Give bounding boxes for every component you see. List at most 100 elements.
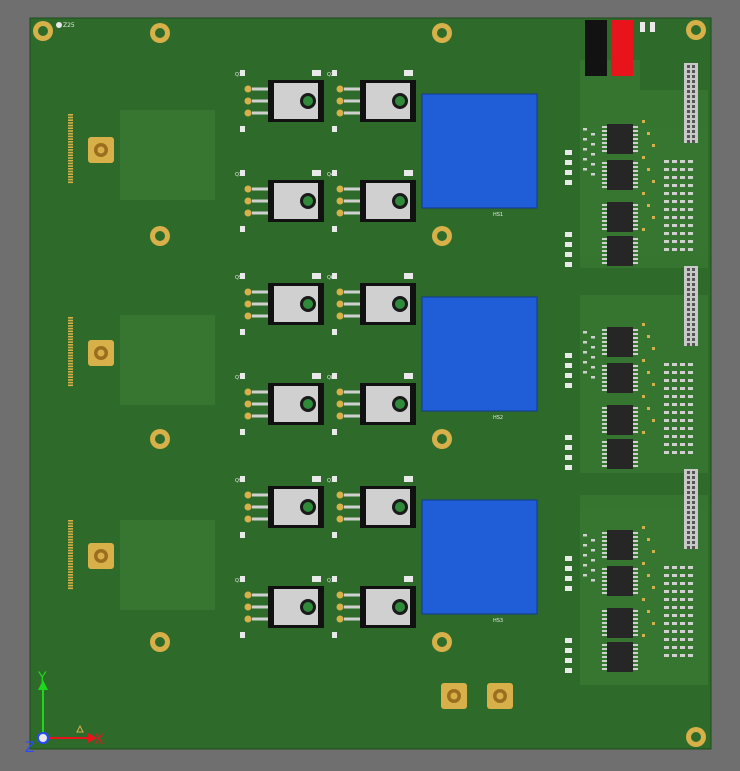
ic-pin [633, 162, 638, 164]
ic-pin [633, 457, 638, 459]
ic-pin [633, 411, 638, 413]
mosfet-pad [336, 400, 344, 408]
ic-pin [633, 465, 638, 467]
driver-ic[interactable] [602, 236, 638, 266]
heatsink[interactable] [421, 93, 538, 209]
mosfet-lead [344, 211, 360, 215]
ic-body [607, 405, 633, 435]
mosfet-to220[interactable]: Q7 [235, 373, 324, 435]
mosfet-pad [244, 300, 252, 308]
smd-pad [332, 329, 337, 335]
mosfet-to220[interactable]: Q1 [235, 70, 324, 132]
power-connector[interactable] [585, 20, 655, 76]
ic-pin [633, 377, 638, 379]
smd-pad [332, 273, 337, 279]
smd-pad [240, 429, 245, 435]
ic-pin [602, 618, 607, 620]
mosfet-to220[interactable]: Q6 [327, 273, 416, 335]
mosfet-pad [244, 400, 252, 408]
mounting-hole [150, 23, 170, 43]
mosfet-pad [336, 288, 344, 296]
mosfet-pad [244, 603, 252, 611]
mounting-hole [33, 21, 53, 41]
mosfet-pad [336, 491, 344, 499]
mosfet-to220[interactable]: Q9 [235, 476, 324, 538]
pin-header[interactable] [684, 63, 698, 143]
ic-pin [633, 536, 638, 538]
pin-header[interactable] [684, 266, 698, 346]
ic-pin [633, 419, 638, 421]
driver-ic[interactable] [602, 608, 638, 638]
heatsink[interactable] [421, 499, 538, 615]
driver-ic[interactable] [602, 642, 638, 672]
ic-pin [633, 656, 638, 658]
terminal-pad[interactable] [88, 137, 114, 163]
mosfet-to220[interactable]: Q5 [235, 273, 324, 335]
mosfet-to220[interactable]: Q2 [327, 70, 416, 132]
mosfet-to220[interactable]: Q12 [327, 576, 416, 638]
mosfet-to220[interactable]: Q8 [327, 373, 416, 435]
smd-pad [332, 429, 337, 435]
smd-pad [240, 632, 245, 638]
mounting-hole [686, 20, 706, 40]
driver-ic[interactable] [602, 530, 638, 560]
ic-pin [633, 166, 638, 168]
ic-pin [633, 220, 638, 222]
ic-pin [602, 664, 607, 666]
terminal-pad[interactable] [88, 543, 114, 569]
mosfet-lead [344, 517, 360, 521]
smd-pad [240, 273, 245, 279]
mosfet-to220[interactable]: Q4 [327, 170, 416, 232]
pin-header[interactable] [684, 469, 698, 549]
mosfet-pad [244, 503, 252, 511]
smd-pad [332, 373, 337, 379]
ic-pin [602, 449, 607, 451]
heatsink[interactable] [421, 296, 538, 412]
driver-ic[interactable] [602, 327, 638, 357]
ic-pin [633, 544, 638, 546]
ic-pin [633, 333, 638, 335]
ic-pin [602, 246, 607, 248]
mounting-hole [432, 429, 452, 449]
ic-pin [633, 660, 638, 662]
ic-pin [633, 622, 638, 624]
driver-ic[interactable] [602, 566, 638, 596]
board-designator: Z25 [63, 22, 75, 29]
ic-pin [602, 544, 607, 546]
smd-pad [312, 273, 321, 279]
ic-pin [602, 254, 607, 256]
mosfet-to220[interactable]: Q3 [235, 170, 324, 232]
driver-ic[interactable] [602, 439, 638, 469]
ic-body [607, 566, 633, 596]
ic-pin [633, 142, 638, 144]
ic-pin [633, 224, 638, 226]
ic-pin [602, 142, 607, 144]
terminal-pad[interactable] [88, 340, 114, 366]
mosfet-lead [252, 87, 268, 91]
driver-ic[interactable] [602, 202, 638, 232]
driver-ic[interactable] [602, 160, 638, 190]
ic-pin [633, 385, 638, 387]
mosfet-to220[interactable]: Q11 [235, 576, 324, 638]
mosfet-lead [252, 517, 268, 521]
driver-ic[interactable] [602, 363, 638, 393]
mosfet-lead [344, 99, 360, 103]
mosfet-to220[interactable]: Q10 [327, 476, 416, 538]
mosfet-lead [344, 414, 360, 418]
mosfet-pad [336, 109, 344, 117]
ic-pin [602, 373, 607, 375]
mosfet-pad [244, 197, 252, 205]
terminal-pad[interactable] [441, 683, 467, 709]
mosfet-lead [344, 402, 360, 406]
mosfet-label: Q8 [327, 375, 334, 381]
terminal-pad[interactable] [487, 683, 513, 709]
driver-ic[interactable] [602, 405, 638, 435]
ic-body [607, 530, 633, 560]
driver-ic[interactable] [602, 124, 638, 154]
smd-pad [312, 170, 321, 176]
mosfet-pad [244, 515, 252, 523]
ic-pin [633, 588, 638, 590]
ic-pin [633, 572, 638, 574]
